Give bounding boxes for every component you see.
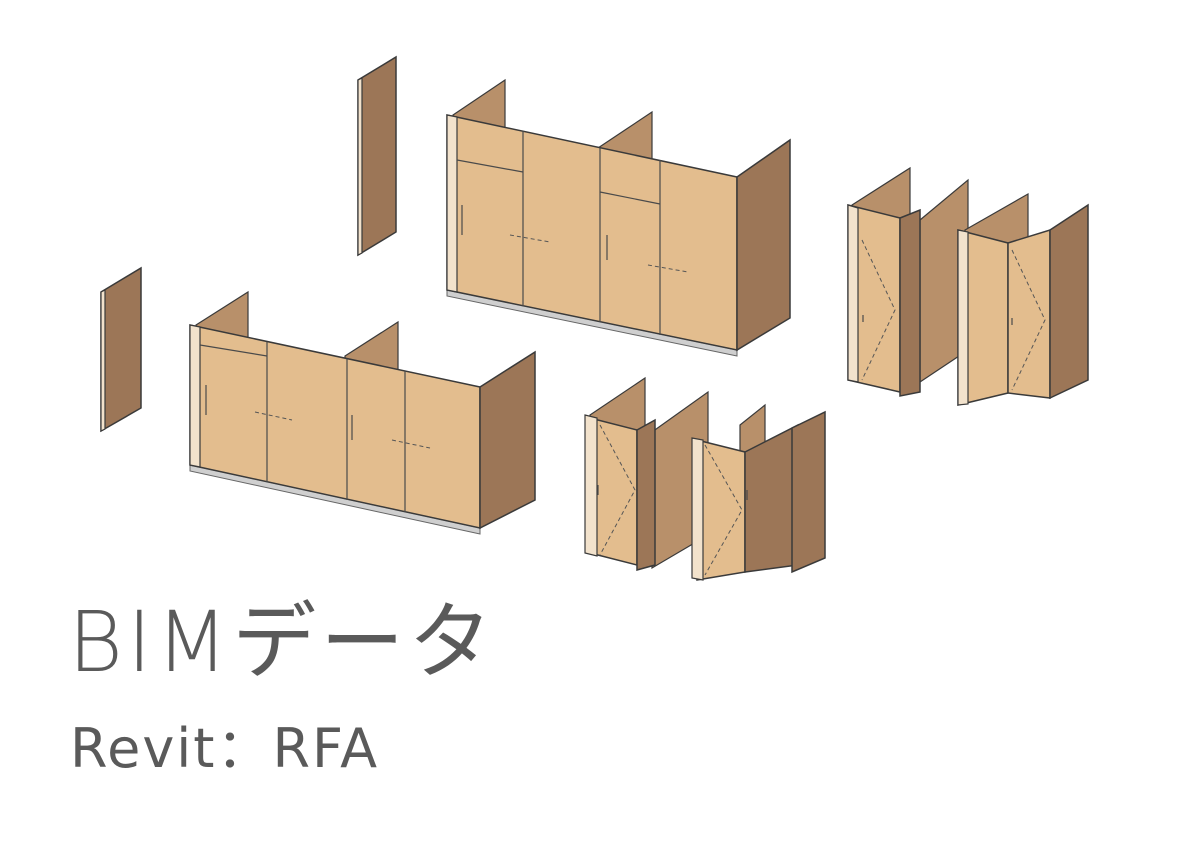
booth-group-bottom-left xyxy=(189,290,536,535)
booth-group-bottom-center xyxy=(584,376,826,581)
page-title: BIMデータ xyxy=(68,593,497,691)
booth-group-top xyxy=(446,78,791,357)
standalone-panel-lower xyxy=(100,266,142,433)
page-subtitle: Revit：RFA xyxy=(70,717,380,780)
standalone-panel-upper xyxy=(357,55,397,257)
booth-group-right xyxy=(847,166,1089,406)
